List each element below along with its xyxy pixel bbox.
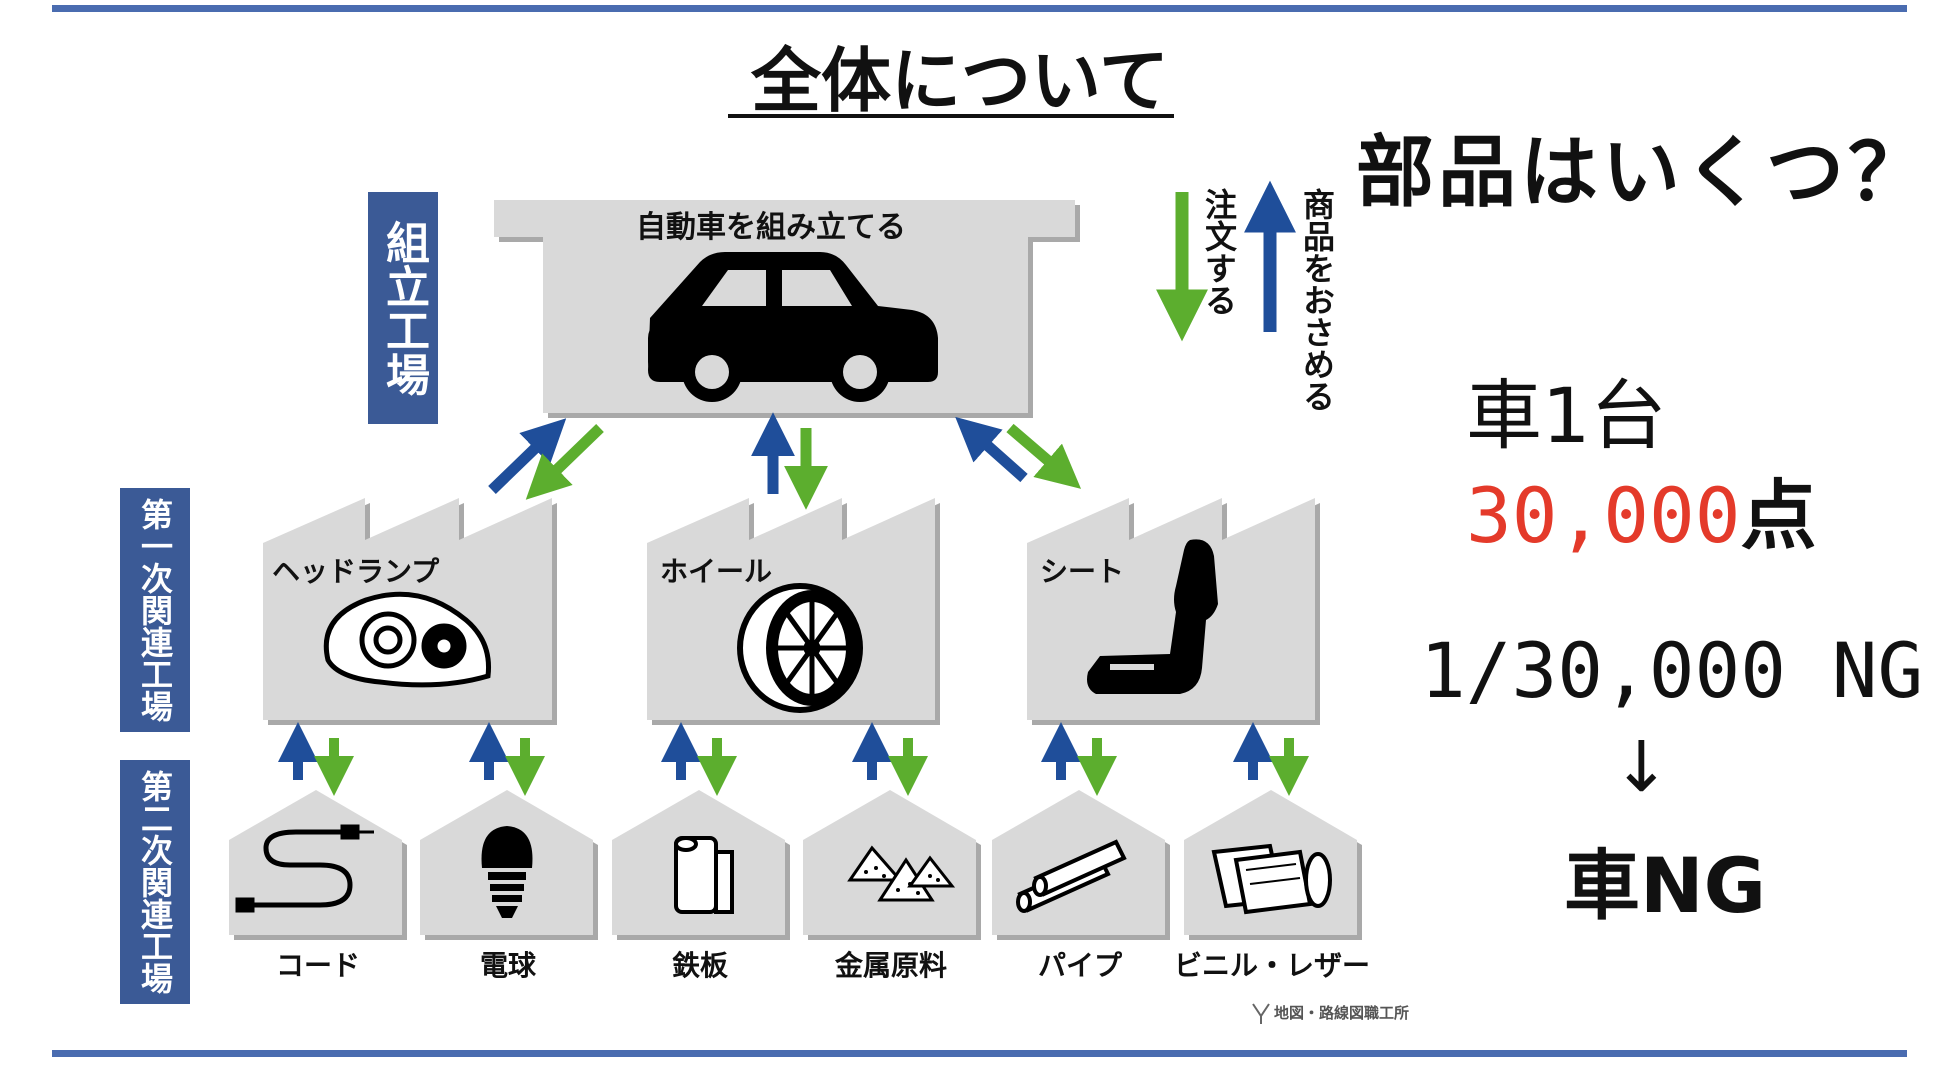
bulb-icon: [481, 826, 533, 918]
car-ng-text: 車NG: [1564, 841, 1766, 930]
question-heading: 部品はいくつ？: [1356, 128, 1931, 218]
metal-label: 金属原料: [834, 949, 947, 982]
tier1-label: 第一次関連工場: [120, 488, 190, 732]
ratio-text: 1/30,000 NG: [1420, 626, 1924, 715]
bulb-label: 電球: [479, 949, 536, 982]
arrow-down-headlamp: [525, 424, 604, 500]
seat-icon: [1087, 539, 1218, 694]
steel-label: 鉄板: [671, 949, 728, 982]
headlamp-icon: [323, 591, 492, 688]
wheel-label: ホイール: [660, 555, 773, 588]
bottom-rule: [52, 1050, 1907, 1057]
top-rule: [52, 5, 1907, 12]
metal-pile-icon: [847, 845, 956, 902]
assembly-box-label: 自動車を組み立てる: [636, 210, 906, 245]
tier2-label: 第二次関連工場: [120, 760, 190, 1004]
headlamp-label: ヘッドランプ: [272, 555, 440, 588]
parts-count-unit: 点: [1740, 471, 1817, 560]
tier2-arrows: [278, 722, 1309, 796]
car-icon: [648, 252, 938, 402]
steel-roll-icon: [674, 836, 734, 914]
seat-label: シート: [1040, 555, 1125, 588]
down-arrow-text: ↓: [1612, 726, 1671, 808]
title-underline: [728, 114, 1174, 118]
vinyl-label: ビニル・レザー: [1173, 949, 1370, 982]
deliver-label: 商品をおさめる: [1298, 188, 1336, 412]
assembly-plant-label: 組立工場: [368, 192, 438, 424]
parts-count-row: 30,000点: [1466, 454, 1817, 564]
page-title: 全体について: [751, 40, 1169, 122]
wheel-icon: [737, 583, 863, 713]
pipe-label: パイプ: [1037, 949, 1122, 982]
arrow-down-seat: [1006, 423, 1082, 489]
vinyl-roll-icon: [1211, 843, 1332, 915]
credit-logo-icon: [1252, 1003, 1270, 1024]
car-one-text: 車1台: [1466, 371, 1667, 460]
pipe-icon: [1016, 839, 1127, 913]
metal-house: [803, 790, 976, 935]
credit-text: 地図・路線図職工所: [1274, 1004, 1410, 1022]
arrow-up-seat: [955, 416, 1028, 483]
cord-label: コード: [275, 949, 360, 982]
parts-count-number: 30,000: [1466, 471, 1741, 560]
order-label: 注文する: [1200, 188, 1238, 316]
arrow-up-headlamp: [488, 418, 567, 494]
cord-icon: [235, 824, 374, 913]
